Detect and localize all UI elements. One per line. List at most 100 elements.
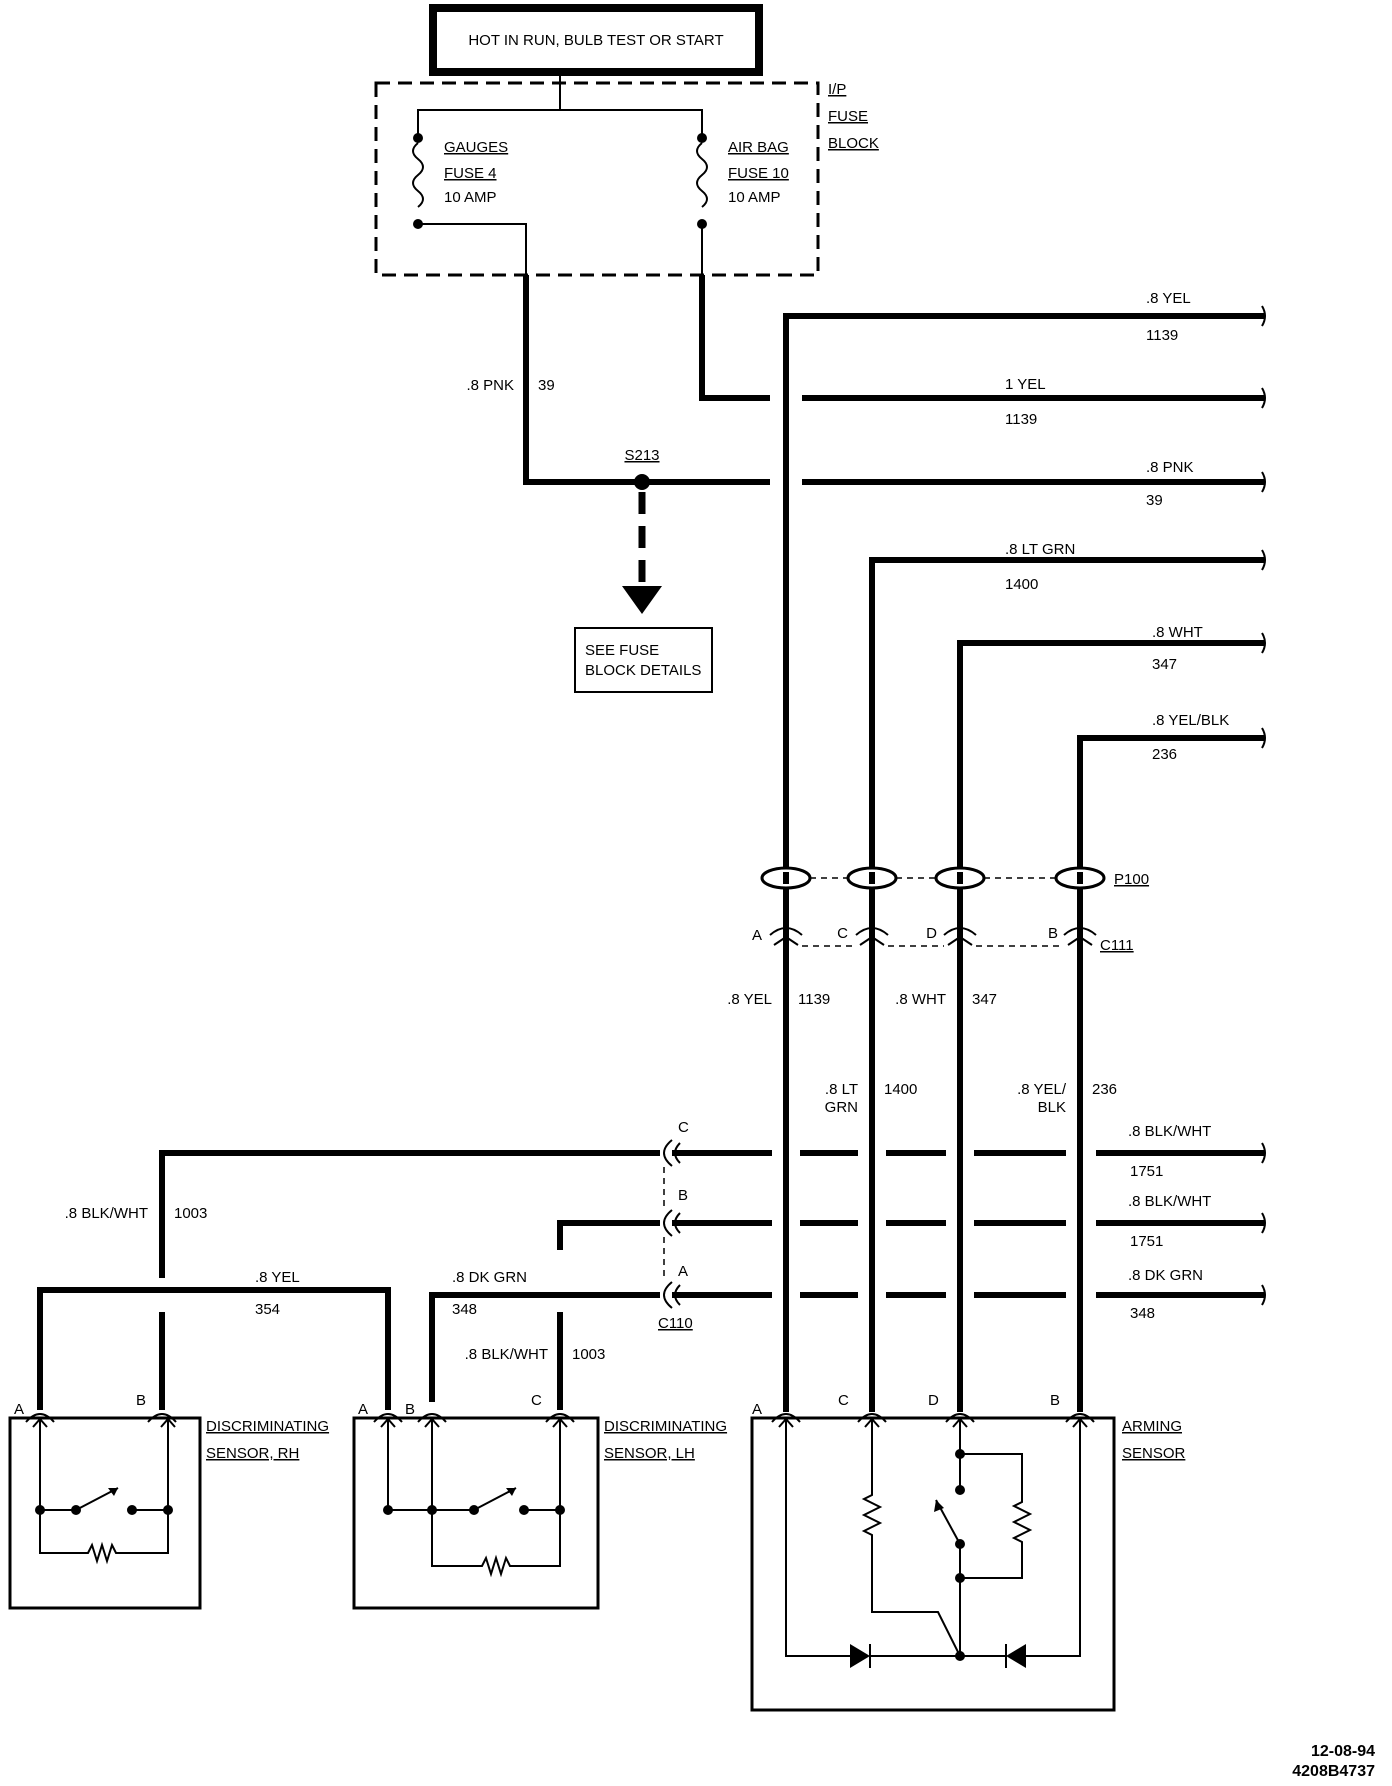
c111-pin-a: A (752, 927, 762, 944)
vert-yelblk-color-1: .8 YEL/ (1017, 1081, 1067, 1098)
fuse-block-label-2: FUSE (828, 108, 868, 125)
airbag-fuse-number: FUSE 10 (728, 165, 789, 182)
rh-pin-b: B (136, 1392, 146, 1409)
rh-name-2: SENSOR, RH (206, 1445, 299, 1462)
dkgrn-348-color: .8 DK GRN (452, 1269, 527, 1286)
title-text: HOT IN RUN, BULB TEST OR START (468, 32, 723, 49)
wire-pnk-39 (523, 275, 770, 485)
arming-name-2: SENSOR (1122, 1445, 1186, 1462)
c110-pin-a: A (678, 1263, 688, 1280)
see-details-line-1: SEE FUSE (585, 642, 659, 659)
yel-354-color: .8 YEL (255, 1269, 300, 1286)
arming-pin-d: D (928, 1392, 939, 1409)
right-wire-2-circuit: 1139 (1005, 411, 1037, 428)
yel-354-circuit: 354 (255, 1301, 280, 1318)
gauges-fuse-name: GAUGES (444, 139, 508, 156)
c110-connector (663, 1139, 681, 1309)
wire-wht-347 (957, 640, 1265, 1412)
dkgrn-348-circuit: 348 (452, 1301, 477, 1318)
vert-ltgrn-color-2: GRN (825, 1099, 858, 1116)
vert-wht-color: .8 WHT (895, 991, 946, 1008)
arming-name-1: ARMING (1122, 1418, 1182, 1435)
arming-sensor (750, 1413, 1116, 1712)
right-wire-8-circuit: 1751 (1130, 1233, 1163, 1250)
c110-pin-c: C (678, 1119, 689, 1136)
vert-yelblk-color-2: BLK (1038, 1099, 1066, 1116)
c110-pin-b: B (678, 1187, 688, 1204)
p100-grommets (760, 866, 1106, 890)
footer-date: 12-08-94 (1311, 1743, 1375, 1760)
right-wire-4-circuit: 1400 (1005, 576, 1038, 593)
right-wire-1-circuit: 1139 (1146, 327, 1178, 344)
right-wire-6-color: .8 YEL/BLK (1152, 712, 1229, 729)
airbag-fuse-name: AIR BAG (728, 139, 789, 156)
vert-yelblk-circuit: 236 (1092, 1081, 1117, 1098)
lh-name-1: DISCRIMINATING (604, 1418, 727, 1435)
gauges-fuse-amp: 10 AMP (444, 189, 497, 206)
title-box (429, 4, 763, 76)
arrow-down-icon (622, 586, 662, 614)
right-wire-4-color: .8 LT GRN (1005, 541, 1075, 558)
right-wire-3-circuit: 39 (1146, 492, 1163, 509)
vert-yel-color: .8 YEL (727, 991, 772, 1008)
wire-yelblk-236 (1077, 735, 1265, 1412)
right-wire-7-circuit: 1751 (1130, 1163, 1163, 1180)
footer-code: 4208B4737 (1292, 1763, 1375, 1780)
vert-ltgrn-color-1: .8 LT (825, 1081, 858, 1098)
rh-name-1: DISCRIMINATING (206, 1418, 329, 1435)
wire-yel-1139 (783, 313, 1265, 1412)
blkwht-left-color: .8 BLK/WHT (65, 1205, 148, 1222)
c111-pin-d: D (926, 925, 937, 942)
splice-s213 (634, 474, 650, 490)
blkwht-left-circuit: 1003 (174, 1205, 207, 1222)
right-wire-9-color: .8 DK GRN (1128, 1267, 1203, 1284)
airbag-fuse-amp: 10 AMP (728, 189, 781, 206)
vert-wht-circuit: 347 (972, 991, 997, 1008)
lh-pin-b: B (405, 1401, 415, 1418)
right-wire-5-color: .8 WHT (1152, 624, 1203, 641)
c110-label: C110 (658, 1315, 693, 1332)
fuse-block-label-3: BLOCK (828, 135, 879, 152)
gauges-fuse-symbol (412, 142, 424, 208)
splice-label: S213 (624, 447, 659, 464)
discriminating-sensor-lh (352, 1413, 600, 1610)
arming-pin-c: C (838, 1392, 849, 1409)
left-wire-circuit: 39 (538, 377, 555, 394)
c111-connector (769, 927, 1097, 946)
wire-ltgrn-1400 (869, 557, 1265, 1412)
right-wire-7-color: .8 BLK/WHT (1128, 1123, 1211, 1140)
left-wire-color: .8 PNK (466, 377, 514, 394)
fuse-block-label-1: I/P (828, 81, 846, 98)
gauges-fuse-number: FUSE 4 (444, 165, 497, 182)
right-wire-1-color: .8 YEL (1146, 290, 1191, 307)
wire-1yel-1139 (699, 275, 770, 401)
see-details-line-2: BLOCK DETAILS (585, 662, 701, 679)
blkwht-mid-circuit: 1003 (572, 1346, 605, 1363)
c110-wires (159, 1150, 1265, 1402)
right-wire-5-circuit: 347 (1152, 656, 1177, 673)
right-wire-8-color: .8 BLK/WHT (1128, 1193, 1211, 1210)
vert-ltgrn-circuit: 1400 (884, 1081, 917, 1098)
c111-label: C111 (1100, 937, 1134, 954)
discriminating-sensor-rh (8, 1413, 202, 1610)
wire-yel-354 (37, 1287, 391, 1410)
lh-name-2: SENSOR, LH (604, 1445, 695, 1462)
fuse-block-outline (374, 81, 820, 277)
c111-pin-b: B (1048, 925, 1058, 942)
right-wire-9-circuit: 348 (1130, 1305, 1155, 1322)
airbag-fuse-symbol (696, 142, 708, 208)
lh-pin-a: A (358, 1401, 368, 1418)
lh-pin-c: C (531, 1392, 542, 1409)
arming-pin-b: B (1050, 1392, 1060, 1409)
c111-pin-c: C (837, 925, 848, 942)
see-details-box (574, 627, 713, 693)
blkwht-mid-color: .8 BLK/WHT (465, 1346, 548, 1363)
p100-label: P100 (1114, 871, 1149, 888)
rh-pin-a: A (14, 1401, 24, 1418)
arming-pin-a: A (752, 1401, 762, 1418)
right-wire-6-circuit: 236 (1152, 746, 1177, 763)
right-wire-2-color: 1 YEL (1005, 376, 1046, 393)
right-wire-3-color: .8 PNK (1146, 459, 1194, 476)
vert-yel-circuit: 1139 (798, 991, 830, 1008)
